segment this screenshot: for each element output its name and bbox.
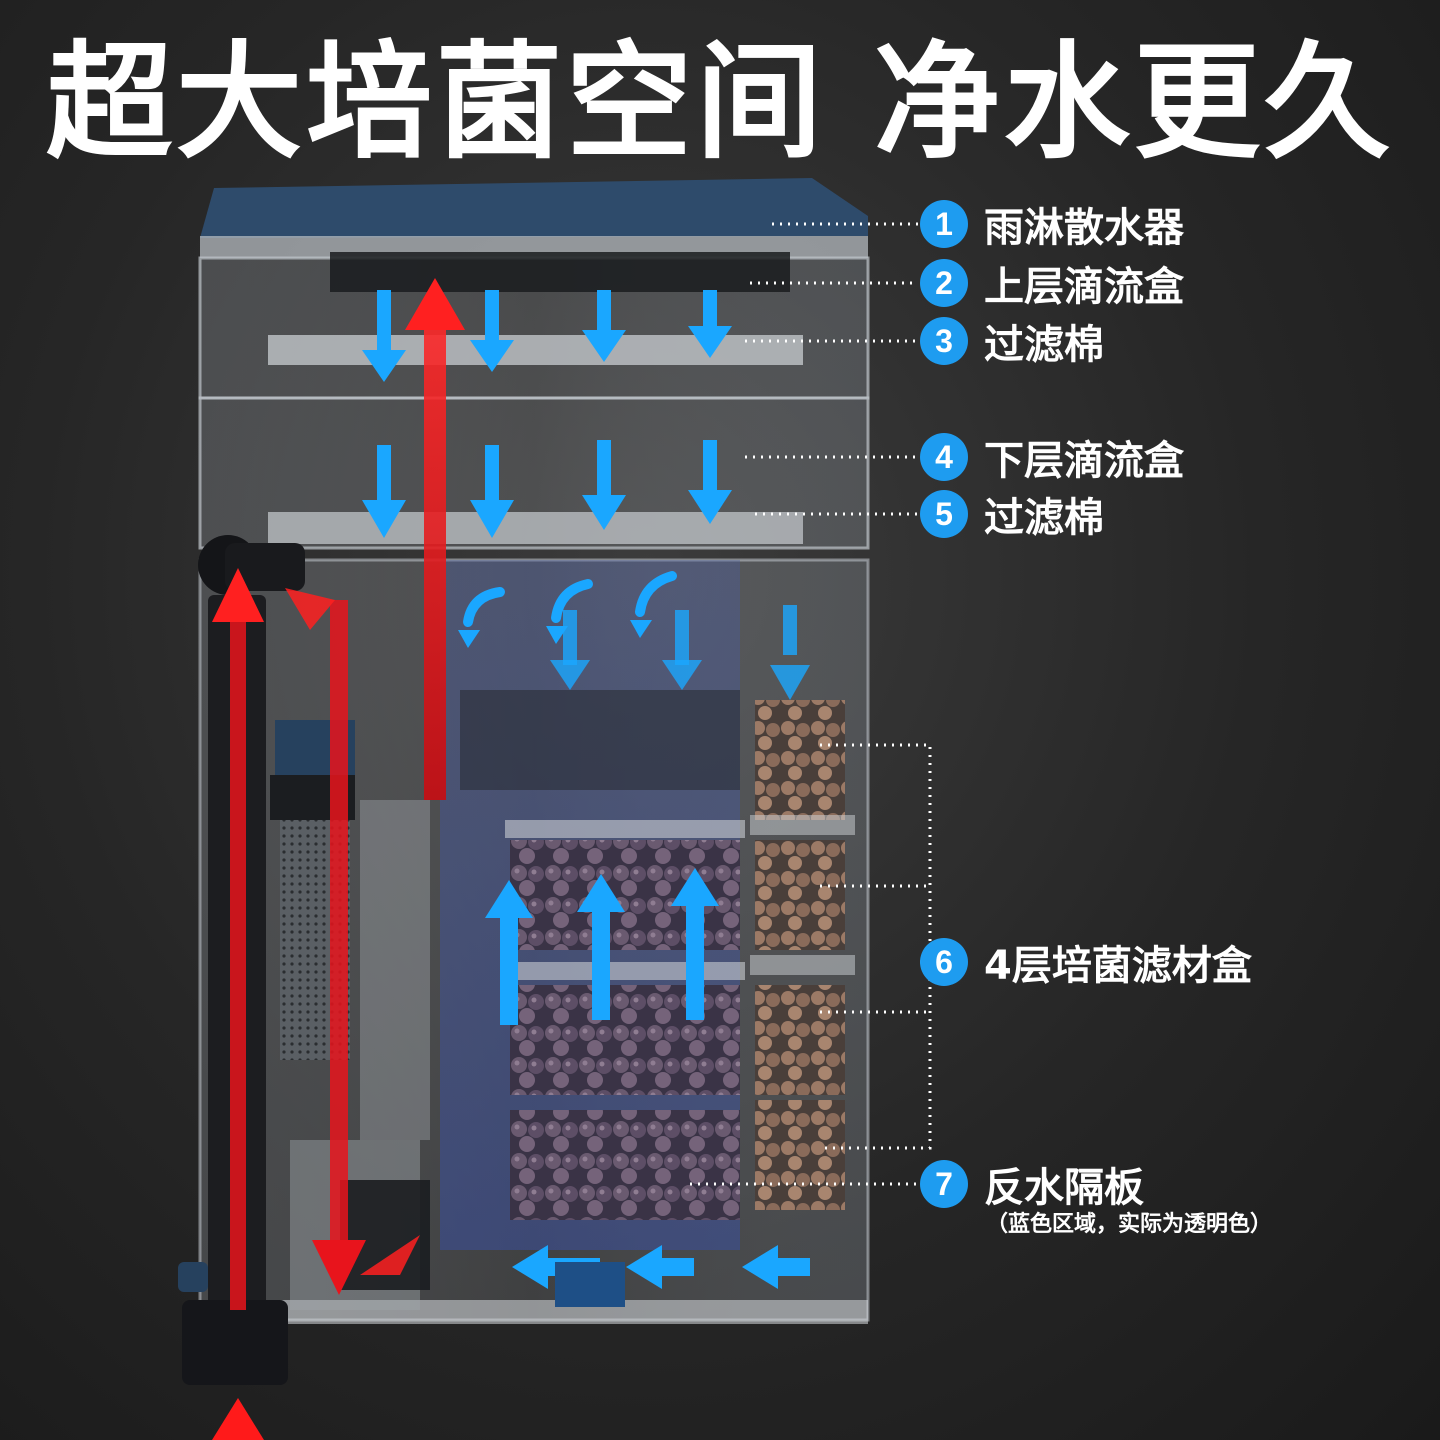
callout-2: 2 上层滴流盒 (920, 258, 1184, 310)
lid (200, 178, 868, 258)
media-boxes (460, 690, 745, 1220)
callout-7-note: （蓝色区域，实际为透明色） (986, 1212, 1273, 1237)
filter-sponge-lower (268, 512, 803, 544)
callout-3: 3 过滤棉 (920, 316, 1104, 368)
intake-strainer (182, 1300, 288, 1385)
callout-label: 下层滴流盒 (984, 438, 1184, 484)
callout-number: 3 (920, 317, 968, 365)
upper-drip-tray (198, 252, 870, 400)
callout-number: 7 (920, 1160, 968, 1208)
callout-label: 过滤棉 (984, 495, 1104, 541)
blue-flow-curve (463, 571, 677, 627)
red-arrow-up (405, 278, 465, 330)
callout-number: 2 (920, 259, 968, 307)
callout-number: 1 (920, 200, 968, 248)
ceramic-column (750, 700, 855, 1210)
callout-label: 上层滴流盒 (984, 264, 1184, 310)
red-arrow-up-left (212, 568, 264, 622)
blue-flow-up (485, 868, 719, 1025)
callout-label: 反水隔板 (984, 1165, 1144, 1211)
callout-6: 6 4层培菌滤材盒 (920, 937, 1252, 989)
callout-number: 6 (920, 938, 968, 986)
callout-label: 过滤棉 (984, 322, 1104, 368)
lower-drip-tray (198, 396, 870, 550)
callout-4: 4 下层滴流盒 (920, 432, 1184, 484)
callout-7: 7 反水隔板 (920, 1159, 1144, 1211)
blue-flow-down (362, 290, 810, 700)
callout-1: 1 雨淋散水器 (920, 199, 1184, 251)
pump-base (555, 1262, 625, 1307)
rain-sprayer (330, 252, 790, 292)
headline: 超大培菌空间 净水更久 (46, 29, 1394, 176)
callout-label: 4层培菌滤材盒 (984, 943, 1252, 989)
filter-sponge-upper (268, 335, 803, 365)
callout-number: 5 (920, 490, 968, 538)
callout-5: 5 过滤棉 (920, 489, 1104, 541)
blue-curve-heads (458, 620, 652, 648)
pump-column (270, 720, 430, 1310)
callout-label: 雨淋散水器 (984, 205, 1184, 251)
red-arrow-intake (212, 1398, 264, 1440)
red-flow (212, 278, 465, 1440)
red-arrow-down (312, 1240, 366, 1295)
callout-number: 4 (920, 433, 968, 481)
